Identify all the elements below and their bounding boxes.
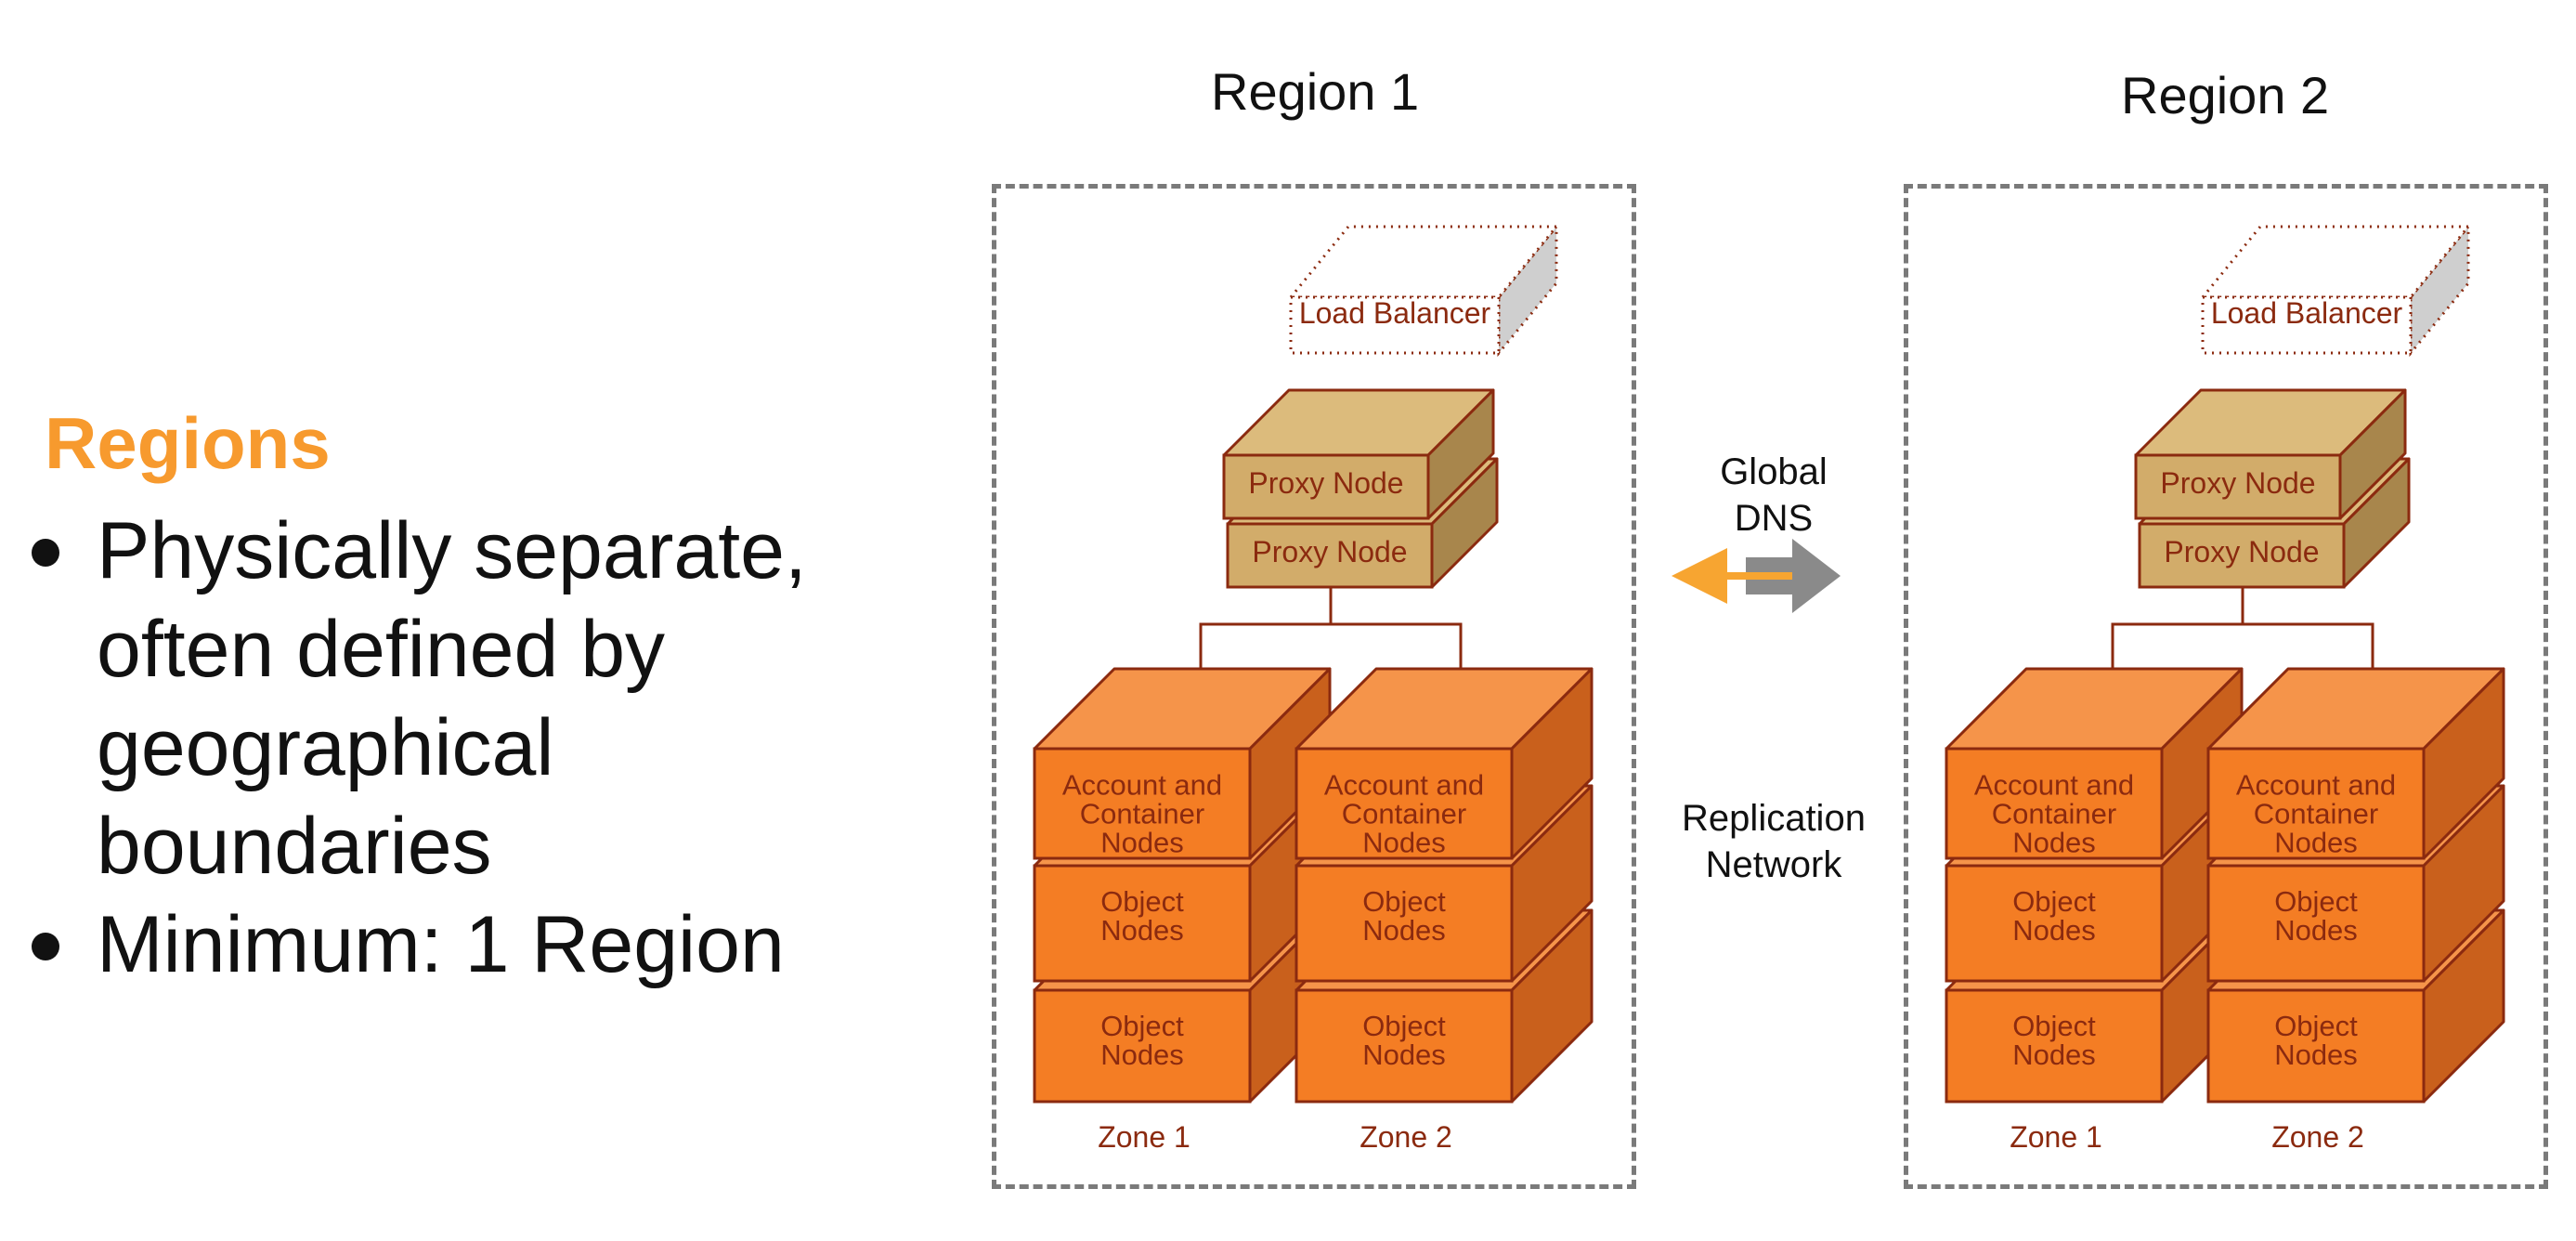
- proxy-node: Proxy Node: [1222, 388, 1495, 520]
- bullet-list: Physically separate, often defined by ge…: [0, 502, 914, 994]
- object-nodes-label: Object: [2274, 1010, 2358, 1042]
- bullet-dot-icon: [32, 933, 59, 960]
- replication-network-label: Replication Network: [1682, 798, 1866, 885]
- proxy-node: Proxy Node: [2134, 388, 2407, 520]
- account-container-label: Account and: [1324, 769, 1484, 802]
- proxy-node-label: Proxy Node: [1248, 466, 1403, 500]
- load-balancer-label: Load Balancer: [2211, 296, 2403, 330]
- account-container-label: Nodes: [2012, 827, 2096, 859]
- account-container-label: Nodes: [2274, 827, 2358, 859]
- load-balancer: Load Balancer: [2199, 222, 2472, 358]
- object-nodes-label: Nodes: [1362, 914, 1446, 947]
- object-nodes-label: Nodes: [2274, 914, 2358, 947]
- zone-label: Zone 2: [1360, 1120, 1452, 1154]
- object-nodes-label: Object: [1100, 1010, 1184, 1042]
- load-balancer: Load Balancer: [1287, 222, 1560, 358]
- object-nodes-label: Nodes: [1100, 914, 1184, 947]
- object-nodes-label: Nodes: [2012, 1039, 2096, 1071]
- proxy-node-label: Proxy Node: [2160, 466, 2315, 500]
- proxy-node-label: Proxy Node: [1252, 535, 1407, 568]
- bullet-dot-icon: [32, 539, 59, 567]
- proxy-node-label: Proxy Node: [2164, 535, 2319, 568]
- account-container-label: Container: [2254, 798, 2378, 830]
- bidirectional-arrow: [1672, 539, 1841, 613]
- inter-region-links: Global DNS Replication Network: [1653, 0, 1894, 1241]
- proxy-to-zone-connector: [2111, 587, 2374, 678]
- account-container-label: Nodes: [1362, 827, 1446, 859]
- bullet-item: Minimum: 1 Region: [0, 895, 914, 994]
- account-container-label: Account and: [1062, 769, 1222, 802]
- object-nodes-label: Object: [2012, 885, 2096, 918]
- object-nodes-label: Nodes: [1362, 1039, 1446, 1071]
- account-container-label: Nodes: [1100, 827, 1184, 859]
- global-dns-label: Global DNS: [1720, 451, 1828, 539]
- zone-label: Zone 1: [1098, 1120, 1190, 1154]
- account-container-label: Container: [1992, 798, 2116, 830]
- account-container-label: Container: [1342, 798, 1466, 830]
- object-nodes-label: Object: [2012, 1010, 2096, 1042]
- bullet-text: Minimum: 1 Region: [97, 900, 785, 989]
- object-nodes-label: Object: [1362, 885, 1446, 918]
- object-nodes-label: Nodes: [2012, 914, 2096, 947]
- region-title: Region 1: [1211, 62, 1420, 121]
- arrow-left-icon: [1672, 548, 1792, 604]
- region-title: Region 2: [2121, 66, 2330, 124]
- bullet-text: Physically separate, often defined by ge…: [97, 506, 807, 891]
- bullet-item: Physically separate, often defined by ge…: [0, 502, 914, 895]
- load-balancer-label: Load Balancer: [1299, 296, 1491, 330]
- object-nodes-label: Object: [1362, 1010, 1446, 1042]
- arrow-right-icon: [1746, 539, 1841, 613]
- object-nodes-label: Nodes: [1100, 1039, 1184, 1071]
- region-boundary: [992, 184, 1636, 1189]
- account-container-label: Account and: [1974, 769, 2134, 802]
- section-heading: Regions: [45, 402, 331, 484]
- object-nodes-label: Nodes: [2274, 1039, 2358, 1071]
- zone-label: Zone 2: [2271, 1120, 2364, 1154]
- region-boundary: [1904, 184, 2548, 1189]
- account-container-label: Account and: [2236, 769, 2396, 802]
- text-panel: Regions Physically separate, often defin…: [0, 0, 929, 1241]
- zone-label: Zone 1: [2010, 1120, 2102, 1154]
- object-nodes-label: Object: [1100, 885, 1184, 918]
- account-container-label: Container: [1080, 798, 1204, 830]
- object-nodes-label: Object: [2274, 885, 2358, 918]
- proxy-to-zone-connector: [1199, 587, 1463, 678]
